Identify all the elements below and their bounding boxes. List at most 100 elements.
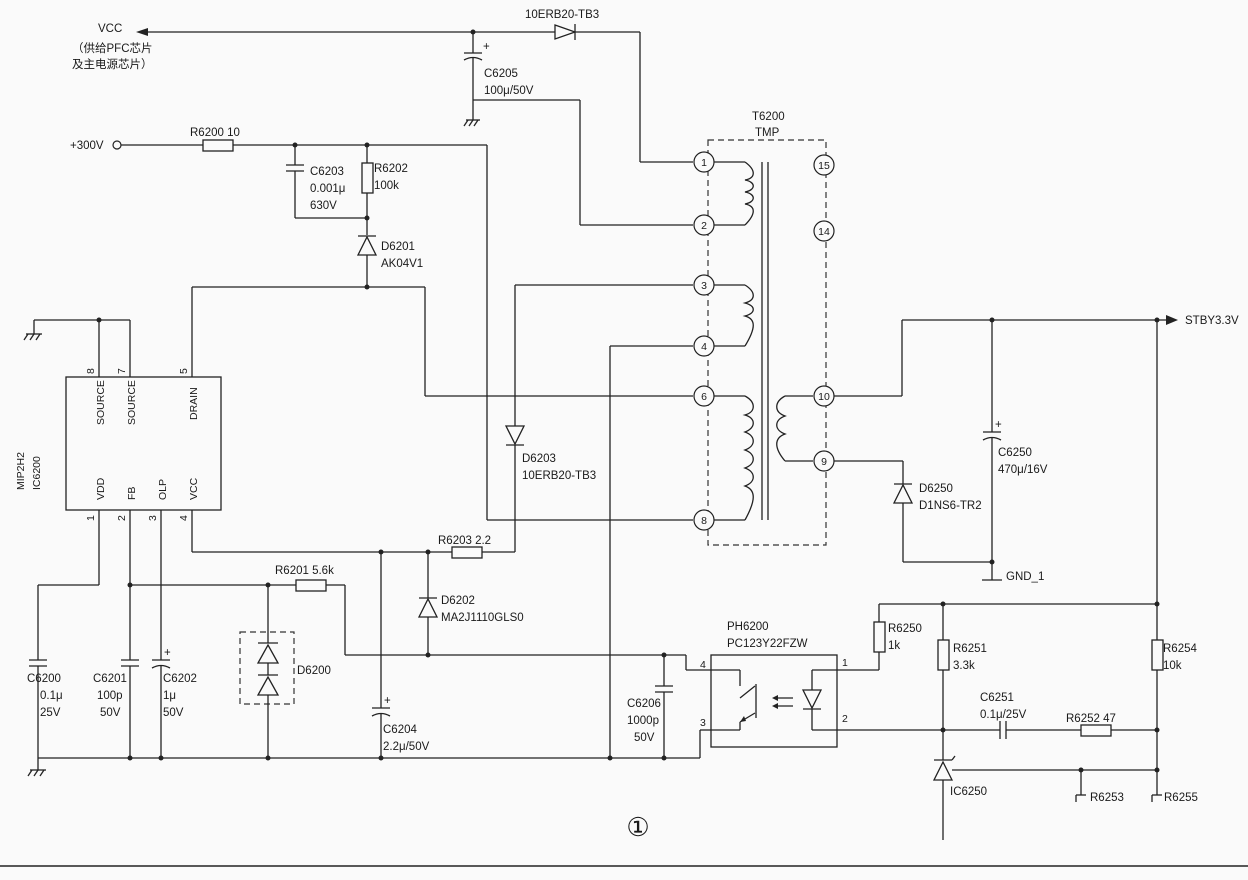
input-300v-section — [112, 139, 693, 521]
ic6250-ref: IC6250 — [950, 786, 987, 798]
c6203-value2: 630V — [310, 200, 337, 212]
d6201-ref: D6201 — [381, 241, 415, 253]
ic6200-pin8-num: 8 — [85, 368, 97, 374]
r6202-value: 100k — [374, 180, 399, 192]
plus300v-label: +300V — [70, 140, 104, 152]
r6250-value: 1k — [888, 640, 900, 652]
svg-text:10: 10 — [818, 391, 830, 403]
d6250-ref: D6250 — [919, 483, 953, 495]
transformer-pin-3: 3 — [693, 274, 715, 296]
d6250-value: D1NS6-TR2 — [919, 500, 982, 512]
c6250-value: 470μ/16V — [998, 464, 1048, 476]
r6252-label: R6252 47 — [1066, 713, 1116, 725]
c6251-value: 0.1μ/25V — [980, 709, 1027, 721]
ic6200-pin7-num: 7 — [116, 368, 128, 374]
transformer-pin-2: 2 — [693, 214, 715, 236]
c6206-value2: 50V — [634, 732, 655, 744]
c6250-ref: C6250 — [998, 447, 1032, 459]
r6201-label: R6201 5.6k — [275, 565, 334, 577]
ic6200-name: MIP2H2 — [15, 452, 27, 490]
svg-text:9: 9 — [821, 456, 827, 468]
t6200-type: TMP — [755, 127, 780, 139]
svg-text:8: 8 — [701, 515, 707, 527]
c6202-value2: 50V — [163, 707, 184, 719]
vcc-note-line2: 及主电源芯片） — [72, 57, 153, 71]
c6203-value1: 0.001μ — [310, 183, 345, 195]
transformer-pin-6: 6 — [693, 385, 715, 407]
c6204-value: 2.2μ/50V — [383, 741, 430, 753]
transformer-pin-10: 10 — [813, 385, 835, 407]
svg-text:15: 15 — [818, 160, 830, 172]
optocoupler-ph6200 — [685, 654, 838, 758]
ic6200-pin7-name: SOURCE — [126, 380, 138, 425]
c6200-value2: 25V — [40, 707, 61, 719]
transformer-pin-1: 1 — [693, 151, 715, 173]
vcc-label: VCC — [98, 23, 122, 35]
c6251-ref: C6251 — [980, 692, 1014, 704]
opto-pin1: 1 — [842, 657, 848, 669]
r6253-ref: R6253 — [1090, 792, 1124, 804]
c6206-ref: C6206 — [627, 698, 661, 710]
t6200-ref: T6200 — [752, 111, 785, 123]
transformer-pin-4: 4 — [693, 335, 715, 357]
r6250-ref: R6250 — [888, 623, 922, 635]
opto-pin4: 4 — [700, 659, 706, 671]
vcc-rail: + — [136, 24, 693, 226]
ic6200-pin3-name: OLP — [157, 479, 169, 500]
c6200-value1: 0.1μ — [40, 690, 63, 702]
r6251-ref: R6251 — [953, 643, 987, 655]
ic6200-pin4-name: VCC — [188, 477, 200, 500]
secondary-output-section: + — [834, 315, 1178, 640]
opto-pin3: 3 — [700, 717, 706, 729]
transformer-pin-14: 14 — [813, 220, 835, 242]
svg-text:6: 6 — [701, 391, 707, 403]
ic6200-ref: IC6200 — [31, 456, 43, 490]
r6202-ref: R6202 — [374, 163, 408, 175]
svg-text:4: 4 — [701, 341, 707, 353]
r6251-value: 3.3k — [953, 660, 975, 672]
figure-number: ① — [626, 813, 649, 843]
vcc-note-line1: （供给PFC芯片 — [72, 41, 153, 55]
transformer-pin-9: 9 — [813, 450, 835, 472]
svg-text:1: 1 — [701, 157, 707, 169]
r6203-label: R6203 2.2 — [438, 535, 491, 547]
ic6200-pin1-name: VDD — [95, 477, 107, 500]
c6200-ref: C6200 — [27, 673, 61, 685]
svg-text:+: + — [995, 419, 1002, 431]
ic6200-pin3-num: 3 — [147, 515, 159, 521]
svg-text:+: + — [164, 647, 171, 659]
ic6200-pin8-name: SOURCE — [95, 380, 107, 425]
transformer-pin-8: 8 — [693, 509, 715, 531]
ic6200-chip — [23, 287, 222, 640]
r6200-label: R6200 10 — [190, 127, 240, 139]
c6202-ref: C6202 — [163, 673, 197, 685]
c6204-ref: C6204 — [383, 724, 417, 736]
svg-text:14: 14 — [818, 226, 830, 238]
d6202-value: MA2J1110GLS0 — [441, 612, 524, 624]
c6201-ref: C6201 — [93, 673, 127, 685]
ic6200-pin5-num: 5 — [178, 368, 190, 374]
d6203-ref: D6203 — [522, 453, 556, 465]
r6254-value: 10k — [1163, 660, 1182, 672]
c6205-ref: C6205 — [484, 68, 518, 80]
svg-text:+: + — [384, 695, 391, 707]
d6204-part: 10ERB20-TB3 — [525, 9, 599, 21]
primary-control-network: + — [27, 546, 700, 777]
ic6200-pin2-name: FB — [126, 487, 138, 500]
ic6200-pin4-num: 4 — [178, 515, 190, 521]
svg-text:+: + — [483, 41, 490, 53]
aux-winding-section — [504, 284, 693, 758]
ic6200-pin1-num: 1 — [85, 515, 97, 521]
gnd1-label: GND_1 — [1006, 571, 1044, 583]
stby-label: STBY3.3V — [1185, 315, 1239, 327]
d6202-ref: D6202 — [441, 595, 475, 607]
ph6200-value: PC123Y22FZW — [727, 638, 808, 650]
c6201-value2: 50V — [100, 707, 121, 719]
ic6200-pin5-name: DRAIN — [188, 387, 200, 420]
svg-text:2: 2 — [701, 220, 707, 232]
c6203-ref: C6203 — [310, 166, 344, 178]
ic6200-pin2-num: 2 — [116, 515, 128, 521]
c6202-value1: 1μ — [163, 690, 176, 702]
d6200-ref: D6200 — [297, 665, 331, 677]
